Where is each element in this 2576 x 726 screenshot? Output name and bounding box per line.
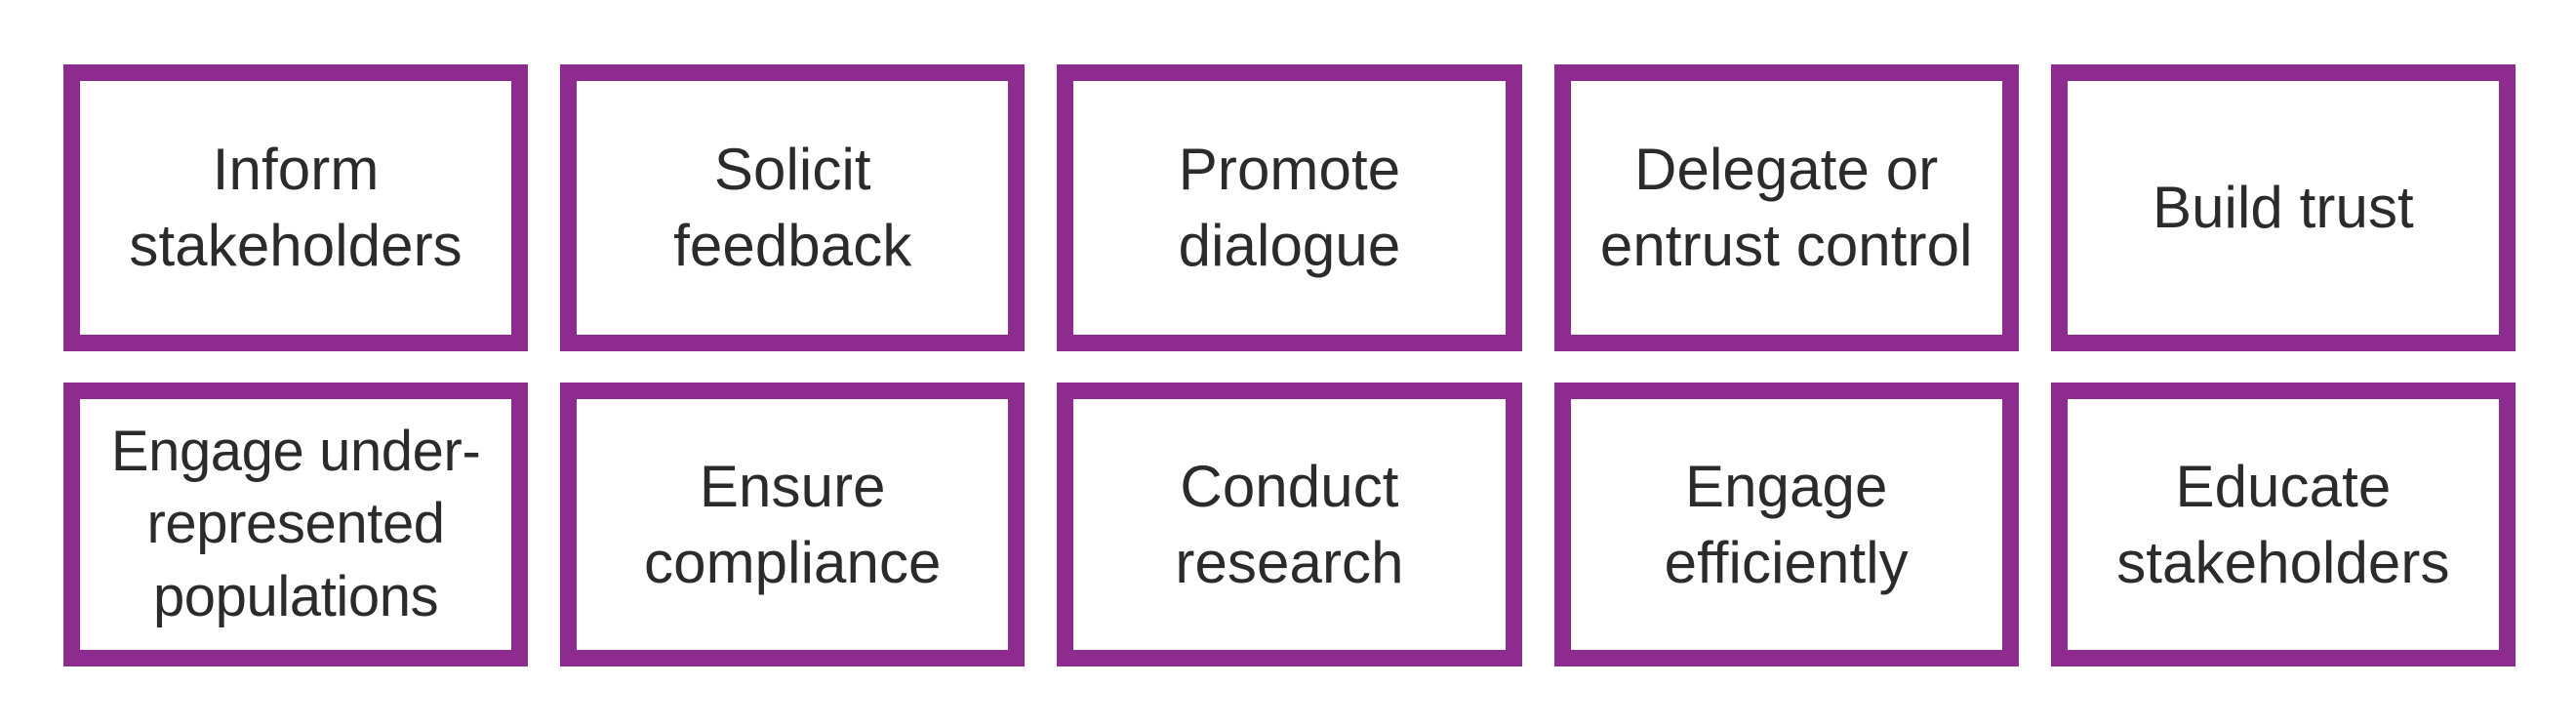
grid-cell-label: Promote dialogue: [1178, 137, 1401, 278]
grid-cell-label: Engage efficiently: [1664, 453, 1909, 595]
grid-cell-label: Solicit feedback: [673, 137, 912, 278]
grid-cell-label: Ensure compliance: [644, 453, 942, 595]
grid-cell-label: Educate stakeholders: [2116, 453, 2450, 595]
grid-cell-solicit-feedback[interactable]: Solicit feedback: [560, 64, 1026, 351]
grid-cell-label: Build trust: [2152, 175, 2414, 240]
grid-cell-delegate-entrust-control[interactable]: Delegate or entrust control: [1553, 64, 2019, 351]
grid-cell-label: Inform stakeholders: [129, 137, 463, 278]
grid-cell-label: Conduct research: [1175, 453, 1404, 595]
grid-cell-engage-underrepresented[interactable]: Engage under- represented populations: [63, 383, 529, 666]
engagement-goals-grid: Inform stakeholders Solicit feedback Pro…: [63, 64, 2516, 666]
grid-cell-educate-stakeholders[interactable]: Educate stakeholders: [2050, 383, 2516, 666]
grid-cell-inform-stakeholders[interactable]: Inform stakeholders: [63, 64, 529, 351]
grid-cell-ensure-compliance[interactable]: Ensure compliance: [560, 383, 1026, 666]
grid-cell-engage-efficiently[interactable]: Engage efficiently: [1553, 383, 2019, 666]
grid-cell-promote-dialogue[interactable]: Promote dialogue: [1057, 64, 1522, 351]
grid-cell-build-trust[interactable]: Build trust: [2050, 64, 2516, 351]
grid-cell-conduct-research[interactable]: Conduct research: [1057, 383, 1522, 666]
grid-cell-label: Engage under- represented populations: [110, 420, 481, 628]
grid-cell-label: Delegate or entrust control: [1599, 137, 1973, 278]
